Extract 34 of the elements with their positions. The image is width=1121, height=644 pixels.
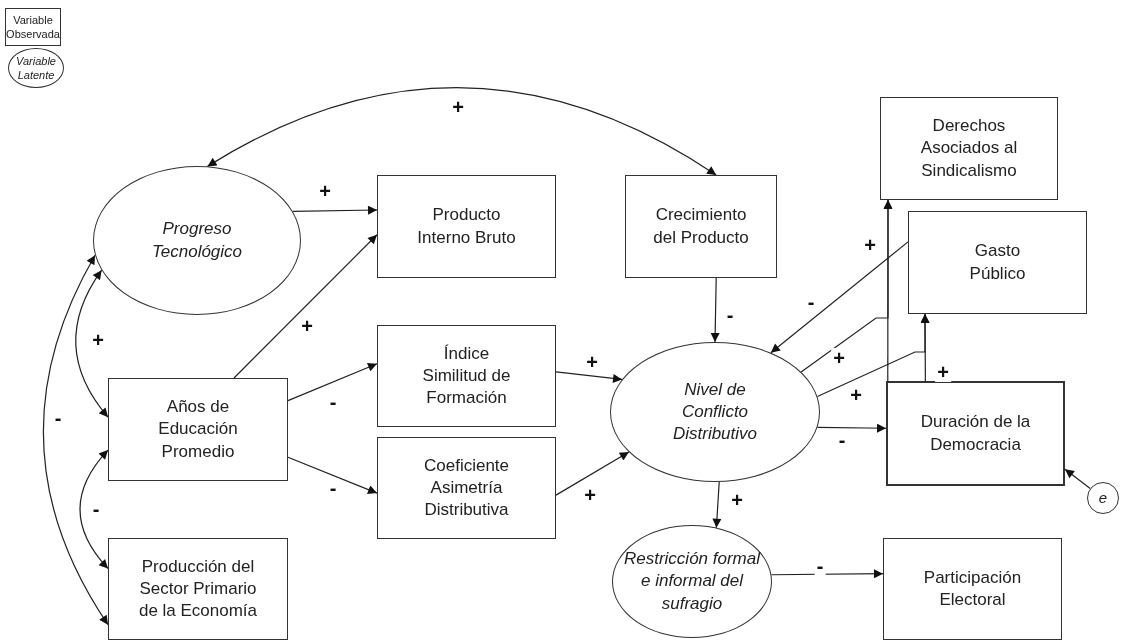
- arrow: [710, 277, 720, 343]
- observed-variable-box: Derechos Asociados al Sindicalismo: [880, 97, 1058, 200]
- latent-variable-ellipse: Nivel de Conflicto Distributivo: [610, 342, 820, 482]
- observed-variable-box: Coeficiente Asimetría Distributiva: [377, 437, 556, 539]
- observed-variable-box: Gasto Público: [908, 211, 1087, 314]
- arrow: [816, 423, 887, 433]
- arrow: [555, 451, 630, 496]
- arrow: [770, 569, 884, 579]
- latent-variable-ellipse: Restricción formal e informal del sufragio: [612, 525, 772, 638]
- arrow: [75, 269, 109, 418]
- observed-variable-box: Participación Electoral: [883, 538, 1062, 640]
- observed-variable-box: Producción del Sector Primario de la Economía: [108, 538, 288, 640]
- observed-variable-box: Crecimiento del Producto: [625, 175, 777, 278]
- arrow: [79, 449, 109, 570]
- arrow: [233, 234, 378, 379]
- arrow: [555, 371, 623, 383]
- arrow: [920, 313, 930, 382]
- observed-variable-box: Variable Observada: [5, 8, 61, 46]
- arrow: [287, 456, 378, 494]
- observed-variable-box: Años de Educación Promedio: [108, 378, 288, 481]
- arrow: [883, 199, 893, 382]
- arrow: [206, 87, 717, 176]
- observed-variable-box: Duración de la Democracia: [886, 381, 1065, 486]
- arrow: [712, 481, 722, 529]
- latent-variable-ellipse: Progreso Tecnológico: [93, 166, 301, 315]
- arrow: [770, 241, 909, 354]
- observed-variable-box: Índice Similitud de Formación: [377, 325, 556, 427]
- observed-variable-box: Producto Interno Bruto: [377, 175, 556, 278]
- latent-variable-ellipse: Variable Latente: [8, 48, 64, 88]
- latent-variable-ellipse: e: [1087, 482, 1119, 514]
- arrow: [42, 254, 109, 626]
- arrow: [287, 363, 378, 402]
- arrow: [1064, 468, 1091, 489]
- arrow: [292, 205, 378, 215]
